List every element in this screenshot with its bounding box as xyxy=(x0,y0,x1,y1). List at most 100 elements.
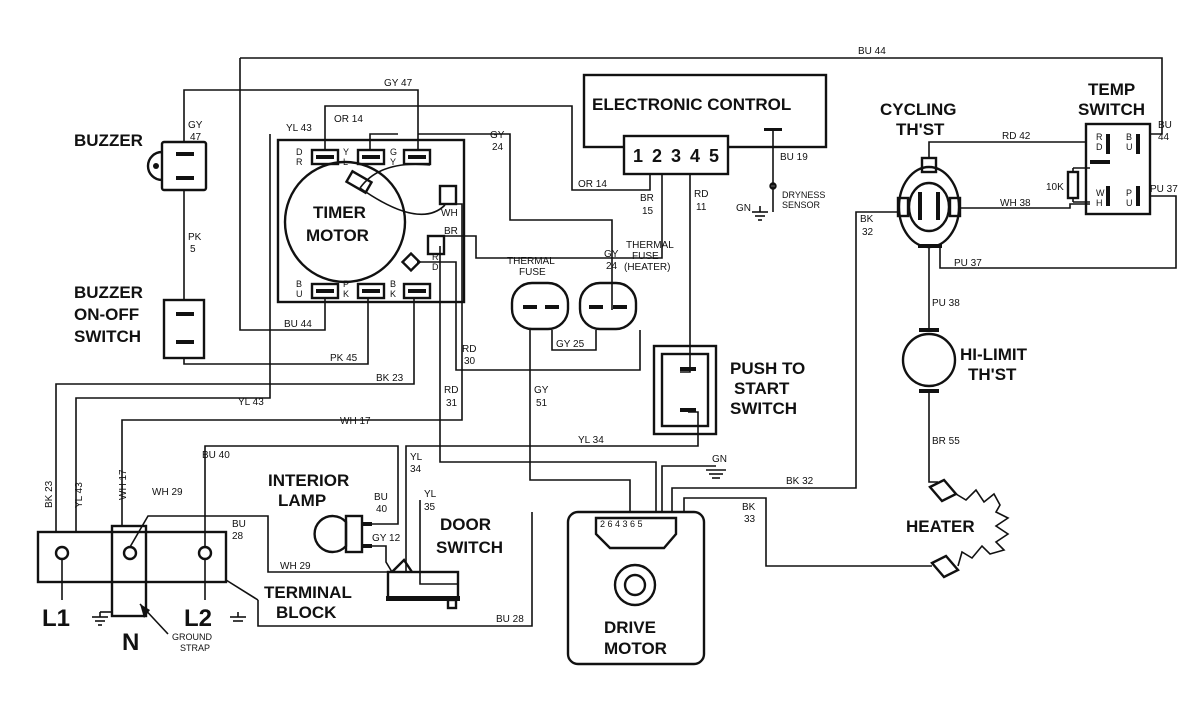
svg-text:YL: YL xyxy=(424,489,437,500)
cycling-thst-label-2: TH'ST xyxy=(896,120,945,139)
drive-motor-label-2: MOTOR xyxy=(604,639,667,658)
ground-strap-label-2: STRAP xyxy=(180,643,210,653)
terminal-l2-label: L2 xyxy=(184,605,212,632)
svg-text:WH 17: WH 17 xyxy=(340,416,371,427)
terminal-block-label-1: TERMINAL xyxy=(264,583,352,602)
svg-text:31: 31 xyxy=(446,398,458,409)
svg-text:OR 14: OR 14 xyxy=(334,114,363,125)
svg-text:RD: RD xyxy=(462,344,476,355)
terminal-block: L1 N L2 TERMINAL BLOCK GROUND STRAP xyxy=(36,524,352,656)
ground-strap-label-1: GROUND xyxy=(172,632,212,642)
push-to-start-label-3: SWITCH xyxy=(730,399,797,418)
svg-text:35: 35 xyxy=(424,502,436,513)
hi-limit-thermostat: HI-LIMIT TH'ST xyxy=(901,328,1028,393)
svg-text:K: K xyxy=(390,289,396,299)
buzzer-body xyxy=(160,140,208,192)
svg-text:15: 15 xyxy=(642,206,654,217)
terminal-block-label-2: BLOCK xyxy=(276,603,337,622)
electronic-control-label: ELECTRONIC CONTROL xyxy=(592,95,791,114)
buzzer-label: BUZZER xyxy=(74,131,143,150)
hi-limit-label-1: HI-LIMIT xyxy=(960,345,1028,364)
terminal-l1-label: L1 xyxy=(42,605,70,632)
cycling-thermostat: CYCLING TH'ST xyxy=(880,100,962,249)
svg-text:BU 28: BU 28 xyxy=(496,614,524,625)
buzzer: BUZZER xyxy=(74,131,208,192)
svg-text:GY: GY xyxy=(604,249,619,260)
interior-lamp: INTERIOR LAMP xyxy=(268,471,372,554)
thermal-fuse-label-1: THERMAL xyxy=(507,256,555,267)
svg-text:U: U xyxy=(1126,198,1133,208)
buzzer-bell-icon xyxy=(146,150,163,182)
svg-text:GN: GN xyxy=(712,454,727,465)
door-switch-label-2: SWITCH xyxy=(436,538,503,557)
heater: HEATER xyxy=(906,478,1010,579)
svg-text:D: D xyxy=(1096,142,1103,152)
svg-text:PU 37: PU 37 xyxy=(954,258,982,269)
svg-text:YL 43: YL 43 xyxy=(238,397,264,408)
dryness-sensor-label-2: SENSOR xyxy=(782,200,821,210)
svg-text:L: L xyxy=(343,157,348,167)
svg-text:PK: PK xyxy=(188,232,202,243)
svg-text:BK 23: BK 23 xyxy=(44,480,55,508)
svg-text:YL 43: YL 43 xyxy=(286,123,312,134)
thermal-fuse-heater: THERMAL FUSE (HEATER) xyxy=(578,240,674,331)
push-to-start-label-1: PUSH TO xyxy=(730,359,805,378)
timer-motor-label-2: MOTOR xyxy=(306,226,369,245)
timer: TIMER MOTOR D R Y L G Y WH BR R D B U P … xyxy=(276,138,466,304)
buzzer-switch-label-1: BUZZER xyxy=(74,283,143,302)
svg-text:BU: BU xyxy=(232,519,246,530)
svg-text:BU 19: BU 19 xyxy=(780,152,808,163)
svg-text:D: D xyxy=(432,262,439,272)
svg-text:W: W xyxy=(1096,188,1105,198)
wiring xyxy=(55,57,1177,627)
svg-text:BK 32: BK 32 xyxy=(786,476,814,487)
push-to-start-switch: PUSH TO START SWITCH xyxy=(652,344,805,436)
svg-text:44: 44 xyxy=(1158,132,1170,143)
svg-text:BU 44: BU 44 xyxy=(284,319,312,330)
svg-text:D: D xyxy=(296,147,303,157)
svg-text:BU: BU xyxy=(1158,120,1172,131)
thermal-fuse: THERMAL FUSE xyxy=(507,256,570,331)
svg-text:RD: RD xyxy=(694,189,708,200)
temp-switch-label-1: TEMP xyxy=(1088,80,1135,99)
svg-text:WH: WH xyxy=(441,208,458,219)
svg-text:WH 17: WH 17 xyxy=(118,469,129,500)
resistor-label: 10K xyxy=(1046,182,1064,193)
svg-text:34: 34 xyxy=(410,464,422,475)
svg-text:40: 40 xyxy=(376,504,388,515)
svg-text:WH 38: WH 38 xyxy=(1000,198,1031,209)
svg-text:PK 45: PK 45 xyxy=(330,353,358,364)
svg-text:BU 44: BU 44 xyxy=(858,46,886,57)
svg-text:BU 40: BU 40 xyxy=(202,450,230,461)
svg-text:5: 5 xyxy=(190,244,196,255)
drive-motor-pins: 2 6 4 3 6 5 xyxy=(600,519,643,529)
wire-labels: BU 44 GY 47 GY 47 OR 14 YL 43 GY 24 OR 1… xyxy=(44,46,1178,625)
buzzer-switch-label-3: SWITCH xyxy=(74,327,141,346)
svg-text:BR: BR xyxy=(444,226,458,237)
thermal-fuse-heater-label-1: THERMAL xyxy=(626,240,674,251)
door-switch: DOOR SWITCH xyxy=(386,515,503,610)
timer-housing xyxy=(276,138,466,304)
buzzer-switch-label-2: ON-OFF xyxy=(74,305,139,324)
temp-switch: TEMP SWITCH R D B U W H P U 10K xyxy=(1046,80,1152,216)
svg-text:U: U xyxy=(296,289,303,299)
svg-text:K: K xyxy=(343,289,349,299)
svg-text:GY: GY xyxy=(490,130,505,141)
electronic-control: ELECTRONIC CONTROL 1 2 3 4 5 BU 19 DRYNE… xyxy=(582,73,828,221)
svg-text:H: H xyxy=(1096,198,1103,208)
drive-motor: 2 6 4 3 6 5 DRIVE MOTOR xyxy=(566,510,706,666)
cycling-thst-label-1: CYCLING xyxy=(880,100,957,119)
thermal-fuse-heater-label-2: FUSE xyxy=(632,251,659,262)
drive-motor-label-1: DRIVE xyxy=(604,618,656,637)
svg-text:P: P xyxy=(1126,188,1132,198)
lamp-bulb-icon xyxy=(313,514,348,554)
thermal-fuse-label-2: FUSE xyxy=(519,267,546,278)
timer-motor-circle xyxy=(283,160,407,284)
control-connector-pins: 1 2 3 4 5 xyxy=(633,146,721,166)
door-switch-label-1: DOOR xyxy=(440,515,491,534)
svg-text:R: R xyxy=(1096,132,1103,142)
svg-text:24: 24 xyxy=(606,261,618,272)
svg-text:BK: BK xyxy=(860,214,874,225)
svg-text:BR: BR xyxy=(640,193,654,204)
